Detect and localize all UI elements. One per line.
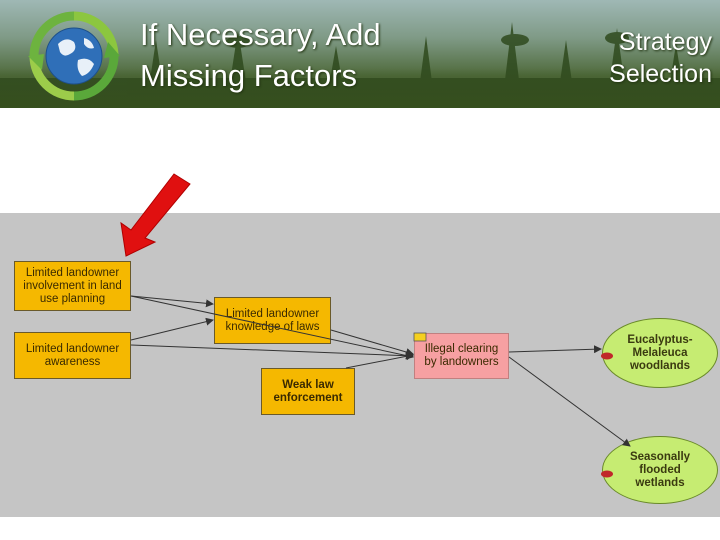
factor-landowner-involvement[interactable]: Limited landowner involvement in land us… — [14, 261, 131, 311]
globe-recycle-logo-icon — [28, 11, 120, 101]
target-seasonally-flooded-wetlands[interactable]: Seasonally flooded wetlands — [602, 436, 718, 504]
conceptual-model-diagram: Limited landowner involvement in land us… — [0, 213, 720, 517]
slide-title: If Necessary, Add Missing Factors — [140, 14, 470, 96]
section-label-line-1: Strategy — [618, 28, 712, 56]
factor-weak-law-enforcement[interactable]: Weak law enforcement — [261, 368, 355, 415]
section-label: Strategy Selection — [572, 26, 712, 90]
factor-landowner-awareness[interactable]: Limited landowner awareness — [14, 332, 131, 379]
slide-header: If Necessary, Add Missing Factors Strate… — [0, 0, 720, 108]
section-label-line-2: Selection — [609, 60, 712, 88]
title-line-2: Missing Factors — [140, 58, 358, 93]
target-eucalyptus-woodlands[interactable]: Eucalyptus- Melaleuca woodlands — [602, 318, 718, 388]
factor-landowner-knowledge[interactable]: Limited landowner knowledge of laws — [214, 297, 331, 344]
title-line-1: If Necessary, Add — [140, 17, 381, 52]
threat-illegal-clearing[interactable]: Illegal clearing by landowners — [414, 333, 509, 379]
